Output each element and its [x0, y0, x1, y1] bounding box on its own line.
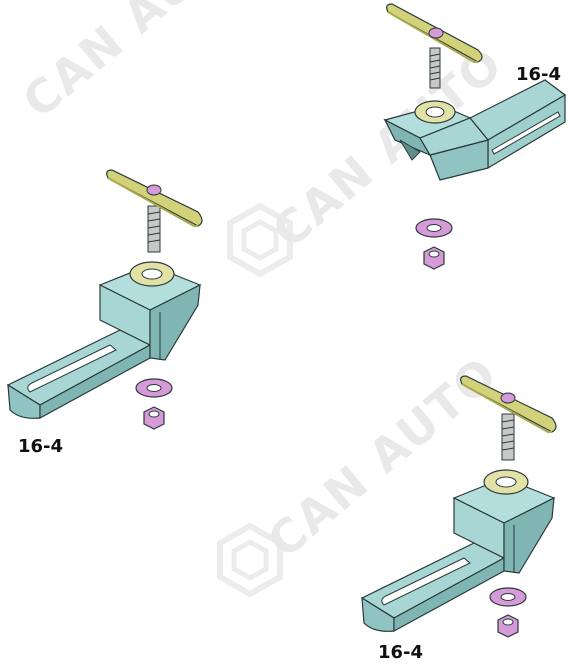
t-bolt-head [460, 375, 557, 433]
flat-washer [489, 587, 527, 607]
lock-washer [129, 261, 175, 287]
assembly-bottom-right: 16-4 [360, 375, 557, 663]
bolt-thread [147, 205, 161, 253]
lock-washer [483, 469, 529, 495]
bracket [6, 264, 202, 420]
part-number-label: 16-4 [516, 64, 561, 85]
bracket [360, 477, 556, 633]
watermark-group: CAN AUTO CAN AUTO CAN AUTO [12, 0, 513, 594]
watermark-text: CAN AUTO [12, 0, 263, 128]
t-bolt-head [106, 169, 203, 227]
t-bolt-head [386, 3, 483, 63]
hex-nut [423, 246, 445, 270]
bolt-thread [501, 413, 515, 461]
assembly-left: 16-4 [6, 169, 203, 457]
bolt-thread [429, 47, 441, 89]
hex-nut [143, 406, 165, 430]
flat-washer [415, 218, 453, 238]
part-number-label: 16-4 [378, 642, 423, 663]
hex-nut [497, 614, 519, 638]
assembly-top-right: 16-4 [383, 3, 567, 270]
flat-washer [135, 378, 173, 398]
bracket [383, 79, 567, 181]
part-number-label: 16-4 [18, 436, 63, 457]
watermark-1: CAN AUTO [12, 0, 263, 128]
lock-washer [414, 100, 456, 124]
